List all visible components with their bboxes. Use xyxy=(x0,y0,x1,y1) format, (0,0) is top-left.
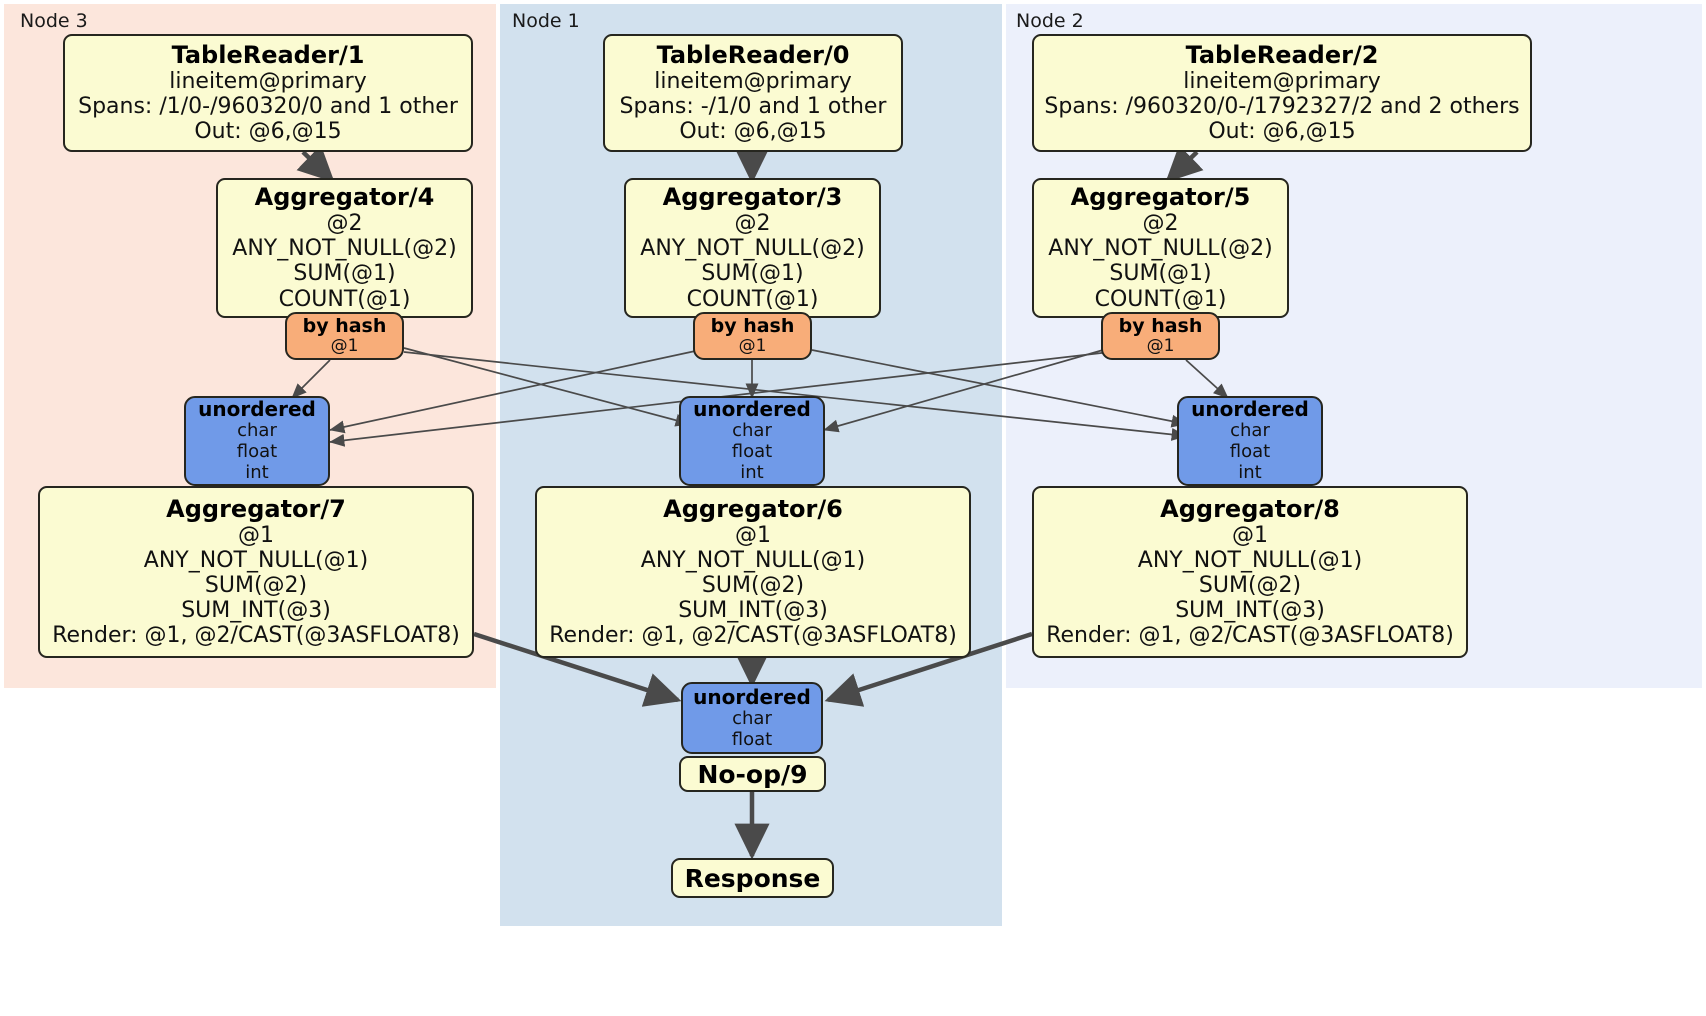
processor-aggregator4[interactable]: Aggregator/4 @2 ANY_NOT_NULL(@2) SUM(@1)… xyxy=(216,178,473,318)
processor-detail: lineitem@primary xyxy=(654,68,852,94)
processor-aggregator5[interactable]: Aggregator/5 @2 ANY_NOT_NULL(@2) SUM(@1)… xyxy=(1032,178,1289,318)
receiver-type: float xyxy=(1229,441,1271,463)
router-detail: @1 xyxy=(738,336,767,357)
processor-response[interactable]: Response xyxy=(671,858,834,898)
router-title: by hash xyxy=(302,315,387,338)
receiver-title: unordered xyxy=(198,397,316,422)
receiver-type: char xyxy=(732,420,772,442)
receiver-unordered-left[interactable]: unordered char float int xyxy=(184,396,330,486)
processor-detail: ANY_NOT_NULL(@1) xyxy=(143,547,369,573)
processor-detail: ANY_NOT_NULL(@2) xyxy=(1048,236,1273,262)
router-detail: @1 xyxy=(330,336,359,357)
processor-detail: SUM(@2) xyxy=(204,572,308,598)
processor-render: Render: @1, @2/CAST(@3ASFLOAT8) xyxy=(52,623,460,649)
processor-detail: COUNT(@1) xyxy=(686,286,819,312)
processor-tablereader1[interactable]: TableReader/1 lineitem@primary Spans: /1… xyxy=(63,34,473,152)
receiver-type: int xyxy=(245,461,269,483)
processor-title: Aggregator/8 xyxy=(1160,494,1340,523)
router-title: by hash xyxy=(710,315,795,338)
node-label-node3: Node 3 xyxy=(20,10,88,32)
receiver-unordered-final[interactable]: unordered char float xyxy=(681,682,823,754)
processor-title: TableReader/1 xyxy=(171,40,365,69)
receiver-type: char xyxy=(237,420,277,442)
processor-detail: SUM_INT(@3) xyxy=(678,597,828,623)
processor-title: No-op/9 xyxy=(697,759,808,789)
processor-detail: ANY_NOT_NULL(@1) xyxy=(640,547,866,573)
processor-detail: SUM(@1) xyxy=(293,261,396,287)
processor-detail: ANY_NOT_NULL(@2) xyxy=(640,236,865,262)
processor-detail: @2 xyxy=(1142,211,1179,237)
receiver-title: unordered xyxy=(1191,397,1309,422)
processor-detail: @2 xyxy=(734,211,771,237)
processor-render: Render: @1, @2/CAST(@3ASFLOAT8) xyxy=(1046,623,1454,649)
processor-detail: @1 xyxy=(735,522,771,548)
processor-title: Aggregator/5 xyxy=(1070,183,1251,212)
receiver-type: float xyxy=(236,441,278,463)
receiver-type: float xyxy=(731,441,773,463)
processor-aggregator8[interactable]: Aggregator/8 @1 ANY_NOT_NULL(@1) SUM(@2)… xyxy=(1032,486,1468,658)
processor-title: Response xyxy=(684,863,821,893)
router-title: by hash xyxy=(1118,315,1203,338)
receiver-title: unordered xyxy=(693,397,811,422)
receiver-type: float xyxy=(731,728,773,750)
router-by-hash-left[interactable]: by hash @1 xyxy=(285,312,404,360)
processor-detail: SUM(@1) xyxy=(1109,261,1212,287)
processor-detail: ANY_NOT_NULL(@1) xyxy=(1137,547,1363,573)
processor-detail: COUNT(@1) xyxy=(278,286,411,312)
processor-tablereader0[interactable]: TableReader/0 lineitem@primary Spans: -/… xyxy=(603,34,903,152)
receiver-type: char xyxy=(1230,420,1270,442)
processor-title: Aggregator/7 xyxy=(166,494,346,523)
processor-detail: @1 xyxy=(1232,522,1268,548)
processor-detail: SUM_INT(@3) xyxy=(1175,597,1325,623)
processor-detail: SUM(@2) xyxy=(701,572,805,598)
node-label-node1: Node 1 xyxy=(512,10,580,32)
processor-title: TableReader/0 xyxy=(656,40,850,69)
processor-aggregator3[interactable]: Aggregator/3 @2 ANY_NOT_NULL(@2) SUM(@1)… xyxy=(624,178,881,318)
processor-detail: @2 xyxy=(326,211,363,237)
router-by-hash-mid[interactable]: by hash @1 xyxy=(693,312,812,360)
processor-detail: Spans: -/1/0 and 1 other xyxy=(619,93,887,119)
processor-noop9[interactable]: No-op/9 xyxy=(679,756,826,792)
processor-detail: SUM(@1) xyxy=(701,261,804,287)
processor-detail: Out: @6,@15 xyxy=(679,118,827,144)
processor-title: Aggregator/6 xyxy=(663,494,843,523)
processor-detail: SUM_INT(@3) xyxy=(181,597,331,623)
router-detail: @1 xyxy=(1146,336,1175,357)
processor-detail: @1 xyxy=(238,522,274,548)
processor-render: Render: @1, @2/CAST(@3ASFLOAT8) xyxy=(549,623,957,649)
node-label-node2: Node 2 xyxy=(1016,10,1084,32)
processor-detail: SUM(@2) xyxy=(1198,572,1302,598)
processor-detail: COUNT(@1) xyxy=(1094,286,1227,312)
processor-title: TableReader/2 xyxy=(1185,40,1379,69)
processor-aggregator7[interactable]: Aggregator/7 @1 ANY_NOT_NULL(@1) SUM(@2)… xyxy=(38,486,474,658)
receiver-unordered-mid[interactable]: unordered char float int xyxy=(679,396,825,486)
processor-detail: Out: @6,@15 xyxy=(1208,118,1356,144)
processor-detail: Spans: /1/0-/960320/0 and 1 other xyxy=(78,93,458,119)
processor-aggregator6[interactable]: Aggregator/6 @1 ANY_NOT_NULL(@1) SUM(@2)… xyxy=(535,486,971,658)
receiver-title: unordered xyxy=(693,684,811,709)
processor-title: Aggregator/3 xyxy=(662,183,843,212)
receiver-type: char xyxy=(732,707,772,729)
receiver-type: int xyxy=(740,461,764,483)
processor-detail: Out: @6,@15 xyxy=(194,118,342,144)
processor-detail: ANY_NOT_NULL(@2) xyxy=(232,236,457,262)
processor-title: Aggregator/4 xyxy=(254,183,435,212)
processor-tablereader2[interactable]: TableReader/2 lineitem@primary Spans: /9… xyxy=(1032,34,1532,152)
processor-detail: lineitem@primary xyxy=(169,68,367,94)
receiver-type: int xyxy=(1238,461,1262,483)
router-by-hash-right[interactable]: by hash @1 xyxy=(1101,312,1220,360)
processor-detail: lineitem@primary xyxy=(1183,68,1381,94)
receiver-unordered-right[interactable]: unordered char float int xyxy=(1177,396,1323,486)
processor-detail: Spans: /960320/0-/1792327/2 and 2 others xyxy=(1044,93,1520,119)
